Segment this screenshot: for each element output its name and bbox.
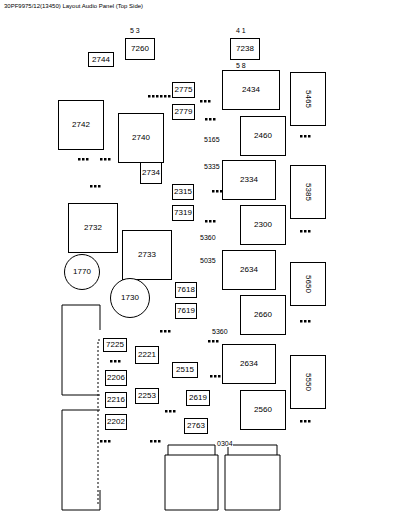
reference-designator: 2763	[187, 422, 205, 430]
pin-number: 5 8	[236, 62, 246, 69]
component-outline: 2732	[68, 203, 118, 253]
component-outline: 2315	[172, 184, 194, 200]
reference-designator: 2334	[240, 176, 258, 184]
component-outline: 2253	[135, 388, 159, 404]
connector-outline: 5465	[290, 72, 326, 126]
reference-designator: 2634	[240, 360, 258, 368]
pin-number: 5 3	[130, 27, 140, 34]
component-outline: 7260	[125, 38, 155, 60]
reference-designator: 7260	[131, 45, 149, 53]
reference-designator: 2216	[107, 396, 125, 404]
component-outline: 2660	[240, 295, 286, 335]
reference-designator: 5385	[304, 183, 312, 201]
reference-designator: 2515	[176, 366, 194, 374]
component-outline: 2775	[172, 82, 195, 98]
reference-designator: 2732	[84, 224, 102, 232]
component-outline: 2560	[240, 390, 286, 430]
reference-designator: 5550	[304, 373, 312, 391]
component-outline: 2733	[122, 230, 172, 280]
reference-designator: 5650	[304, 275, 312, 293]
component-outline: 7619	[175, 303, 197, 319]
component-outline: 2742	[58, 100, 104, 150]
component-outline: 2619	[186, 390, 210, 406]
part-label: 5335	[204, 163, 220, 170]
component-outline: 2300	[240, 205, 286, 245]
reference-designator: 7618	[177, 286, 195, 294]
component-outline: 2460	[240, 116, 286, 156]
reference-designator: 2634	[240, 266, 258, 274]
reference-designator: 2733	[138, 251, 156, 259]
reference-designator: 7238	[236, 45, 254, 53]
electrolytic-capacitor: 1770	[64, 254, 100, 290]
component-outline: 2221	[135, 346, 159, 364]
part-label: 5165	[204, 136, 220, 143]
page-title: 30PF9975/12(13450) Layout Audio Panel (T…	[4, 3, 143, 9]
component-outline: 2634	[222, 344, 276, 384]
component-outline: 2734	[140, 162, 162, 184]
component-outline: 7238	[230, 38, 260, 60]
reference-designator: 2206	[107, 374, 125, 382]
part-label: 5035	[200, 257, 216, 264]
reference-designator: 2734	[142, 169, 160, 177]
reference-designator: 2740	[132, 134, 150, 142]
component-outline: 2779	[172, 104, 195, 120]
part-label: 0304	[217, 440, 233, 447]
connector-outline: 5550	[290, 355, 326, 409]
reference-designator: 2202	[107, 418, 125, 426]
reference-designator: 2315	[174, 188, 192, 196]
reference-designator: 1770	[73, 268, 91, 276]
reference-designator: 2660	[254, 311, 272, 319]
reference-designator: 7319	[174, 209, 192, 217]
component-outline: 2434	[222, 70, 280, 110]
reference-designator: 2742	[72, 121, 90, 129]
component-outline: 7225	[103, 338, 127, 352]
reference-designator: 2744	[92, 56, 110, 64]
component-outline: 2515	[172, 362, 198, 378]
connector-outline: 5650	[290, 262, 326, 306]
reference-designator: 2300	[254, 221, 272, 229]
reference-designator: 7225	[106, 341, 124, 349]
reference-designator: 2253	[138, 392, 156, 400]
reference-designator: 5465	[304, 90, 312, 108]
component-outline: 2740	[118, 113, 164, 163]
reference-designator: 2434	[242, 86, 260, 94]
component-outline: 7319	[172, 205, 194, 221]
component-outline: 2744	[88, 52, 114, 67]
reference-designator: 2619	[189, 394, 207, 402]
component-outline: 7618	[175, 282, 197, 298]
reference-designator: 2775	[175, 86, 193, 94]
reference-designator: 1730	[121, 294, 139, 302]
electrolytic-capacitor: 1730	[110, 278, 150, 318]
reference-designator: 7619	[177, 307, 195, 315]
reference-designator: 2221	[138, 351, 156, 359]
reference-designator: 2779	[175, 108, 193, 116]
component-outline: 2202	[105, 414, 127, 430]
component-outline: 2206	[105, 370, 127, 386]
reference-designator: 2460	[254, 132, 272, 140]
component-outline: 2634	[222, 250, 276, 290]
part-label: 5360	[212, 328, 228, 335]
component-outline: 2334	[222, 160, 276, 200]
component-outline: 2216	[105, 392, 127, 408]
pin-number: 4 1	[236, 27, 246, 34]
component-outline: 2763	[184, 418, 208, 434]
connector-outline: 5385	[290, 165, 326, 219]
reference-designator: 2560	[254, 406, 272, 414]
part-label: 5360	[200, 234, 216, 241]
